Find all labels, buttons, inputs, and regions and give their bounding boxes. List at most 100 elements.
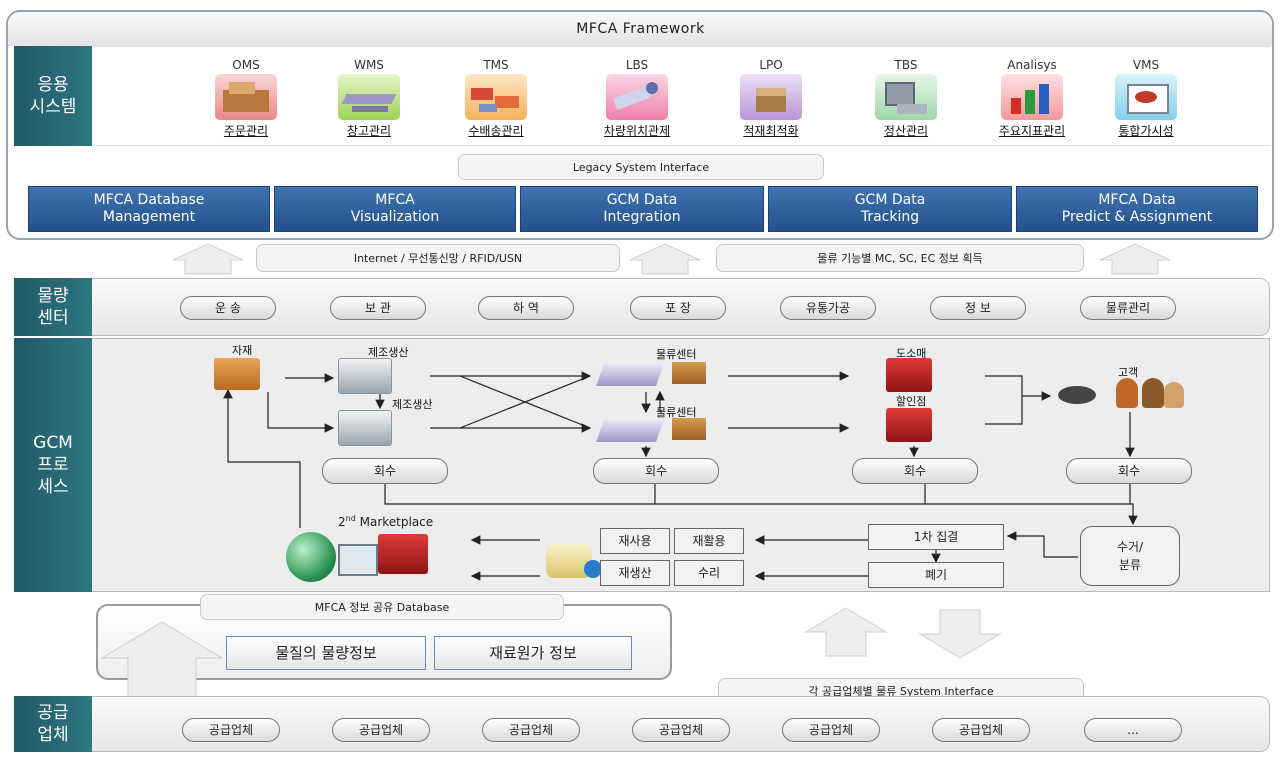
- repair-box[interactable]: 수리: [674, 560, 744, 586]
- material-crate-icon: [214, 358, 260, 390]
- suppliers-heading: 공급 업체: [14, 696, 92, 752]
- app-tms[interactable]: TMS 수배송관리: [460, 58, 532, 138]
- down-arrow-icon: [918, 609, 1002, 659]
- app-code: LBS: [625, 58, 649, 72]
- app-code: LPO: [759, 58, 783, 72]
- store-icon: [886, 408, 932, 442]
- marketplace-prefix: 2: [338, 515, 346, 529]
- material-quantity-info[interactable]: 물질의 물량정보: [226, 636, 426, 670]
- function-storage[interactable]: 보 관: [330, 296, 426, 320]
- return-pill-retail[interactable]: 회수: [852, 458, 978, 484]
- recycle-box[interactable]: 재활용: [674, 528, 744, 554]
- kpi-chart-icon: [1001, 74, 1063, 120]
- computer-icon: [338, 544, 378, 576]
- apps-row: [94, 46, 1270, 146]
- app-tbs[interactable]: TBS 정산관리: [870, 58, 942, 138]
- flow-line: [223, 388, 301, 528]
- app-vms[interactable]: VMS 통합가시성: [1110, 58, 1182, 138]
- function-distribution-processing[interactable]: 유통가공: [780, 296, 876, 320]
- supplier-pill[interactable]: 공급업체: [932, 718, 1030, 742]
- app-code: VMS: [1132, 58, 1160, 72]
- supplier-pill[interactable]: 공급업체: [182, 718, 280, 742]
- warehouse-management-icon: [338, 74, 400, 120]
- app-code: OMS: [232, 58, 260, 72]
- app-analisys[interactable]: Analisys 주요지표관리: [990, 58, 1074, 138]
- supplier-pill[interactable]: 공급업체: [482, 718, 580, 742]
- framework-title: MFCA Framework: [576, 21, 705, 37]
- node-logistics-center-2: 물류센터: [656, 406, 697, 419]
- marketplace-suffix: Marketplace: [355, 515, 434, 529]
- legacy-interface-label: Legacy System Interface: [458, 154, 824, 180]
- app-lbs[interactable]: LBS 차량위치관제: [595, 58, 679, 138]
- up-arrow-icon: [629, 243, 701, 275]
- app-label: 정산관리: [883, 124, 929, 138]
- store-icon: [886, 358, 932, 392]
- application-heading: 응용 시스템: [14, 46, 92, 146]
- network-arrows: [172, 243, 1171, 275]
- app-code: TMS: [483, 58, 509, 72]
- node-material: 자재: [232, 344, 253, 357]
- app-label: 통합가시성: [1118, 124, 1174, 138]
- flow-line: [1006, 531, 1078, 558]
- return-pill-logistics[interactable]: 회수: [593, 458, 719, 484]
- app-label: 수배송관리: [468, 124, 524, 138]
- disposal-box[interactable]: 폐기: [868, 562, 1004, 588]
- function-transport[interactable]: 운 송: [180, 296, 276, 320]
- framework-title-bar: [8, 12, 1272, 46]
- function-logistics-management[interactable]: 물류관리: [1080, 296, 1176, 320]
- module-data-tracking[interactable]: GCM Data Tracking: [768, 186, 1012, 232]
- function-handling[interactable]: 하 역: [478, 296, 574, 320]
- node-manufacturing-2: 제조생산: [392, 398, 433, 411]
- gcm-process-heading: GCM 프로 세스: [14, 338, 92, 592]
- supplier-pill[interactable]: 공급업체: [632, 718, 730, 742]
- reproduction-box[interactable]: 재생산: [600, 560, 670, 586]
- marketplace-sup: nd: [345, 514, 356, 523]
- return-pill-manufacturing[interactable]: 회수: [322, 458, 448, 484]
- app-label: 주요지표관리: [998, 124, 1066, 138]
- function-packaging[interactable]: 포 장: [630, 296, 726, 320]
- primary-collection-box[interactable]: 1차 집결: [868, 524, 1004, 550]
- app-oms[interactable]: OMS 주문관리: [210, 58, 282, 138]
- supplier-pill[interactable]: 공급업체: [782, 718, 880, 742]
- customer-group-icon: [1058, 374, 1186, 410]
- supplier-pill[interactable]: 공급업체: [332, 718, 430, 742]
- flow-line: [384, 484, 1138, 526]
- node-customer: 고객: [1118, 366, 1139, 379]
- load-optimization-icon: [740, 74, 802, 120]
- transport-management-icon: [465, 74, 527, 120]
- network-label-left: Internet / 무선통신망 / RFID/USN: [256, 244, 620, 272]
- factory-icon: [338, 358, 392, 394]
- app-label: 주문관리: [223, 124, 269, 138]
- flow-line: [267, 392, 335, 433]
- material-cost-info[interactable]: 재료원가 정보: [434, 636, 632, 670]
- module-predict-assignment[interactable]: MFCA Data Predict & Assignment: [1016, 186, 1258, 232]
- reuse-box[interactable]: 재사용: [600, 528, 670, 554]
- store-icon: [378, 534, 428, 574]
- app-label: 적재최적화: [743, 124, 799, 138]
- function-information[interactable]: 정 보: [930, 296, 1026, 320]
- globe-icon: [286, 532, 336, 582]
- module-data-integration[interactable]: GCM Data Integration: [520, 186, 764, 232]
- module-visualization[interactable]: MFCA Visualization: [274, 186, 516, 232]
- app-label: 차량위치관제: [603, 124, 671, 138]
- up-arrow-icon: [1099, 243, 1171, 275]
- supplier-pill-more[interactable]: ...: [1084, 718, 1182, 742]
- logistics-center-heading: 물량 센터: [14, 278, 92, 336]
- node-logistics-center-1: 물류센터: [656, 348, 697, 361]
- return-pill-customer[interactable]: 회수: [1066, 458, 1192, 484]
- collection-sort-box[interactable]: 수거/ 분류: [1080, 526, 1180, 586]
- order-management-icon: [215, 74, 277, 120]
- node-manufacturing-1: 제조생산: [368, 346, 409, 359]
- flow-line: [459, 375, 591, 429]
- module-database-management[interactable]: MFCA Database Management: [28, 186, 270, 232]
- logistics-center-icon: [595, 420, 665, 442]
- node-wholesale-retail: 도소매: [896, 347, 927, 360]
- app-lpo[interactable]: LPO 적재최적화: [735, 58, 807, 138]
- network-label-right: 물류 기능별 MC, SC, EC 정보 획득: [716, 244, 1084, 272]
- app-wms[interactable]: WMS 창고관리: [333, 58, 405, 138]
- box-stack-icon: [672, 418, 706, 440]
- refresh-icon: [584, 560, 602, 578]
- up-arrow-icon: [100, 621, 224, 699]
- flow-line: [985, 375, 1023, 425]
